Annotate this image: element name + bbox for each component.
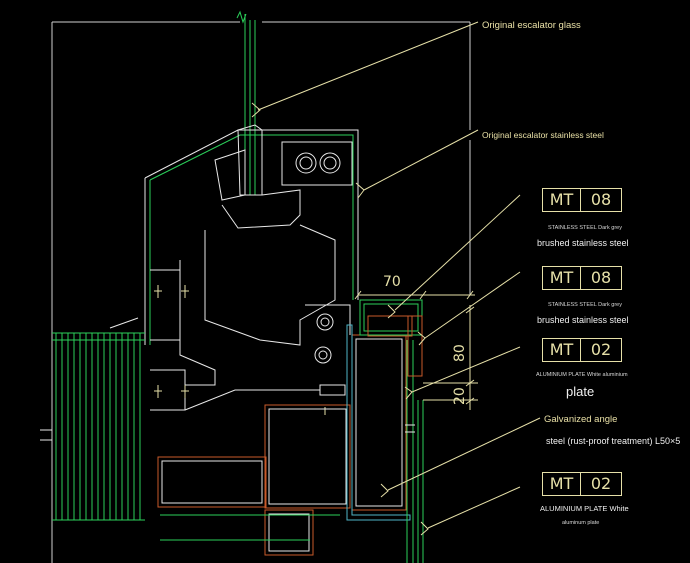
- tag-1-line1: STAINLESS STEEL Dark grey: [548, 225, 622, 231]
- tag-number: 02: [590, 340, 612, 359]
- tag-3-line2: plate: [566, 384, 595, 399]
- material-tag-3: MT 02: [542, 338, 622, 362]
- tag-4-line2: aluminum plate: [562, 520, 600, 526]
- label-galvanized-angle: Galvanized angle: [544, 414, 618, 425]
- tag-3-line1: ALUMINIUM PLATE White aluminium: [536, 372, 628, 378]
- dimension-80: 80: [452, 344, 468, 362]
- tag-code: MT: [543, 473, 581, 495]
- glass-clamp: [214, 124, 353, 229]
- tag-1-line2: brushed stainless steel: [537, 238, 629, 248]
- material-tag-4: MT 02: [542, 472, 622, 496]
- tag-code: MT: [543, 267, 581, 289]
- material-tag-1: MT 08: [542, 188, 622, 212]
- label-galvanized-spec: steel (rust-proof treatment) L50×5: [546, 436, 681, 446]
- tag-number: 02: [590, 474, 612, 493]
- tag-code: MT: [543, 339, 581, 361]
- material-tag-2: MT 08: [542, 266, 622, 290]
- steel-tubes: [157, 334, 407, 556]
- tag-2-line2: brushed stainless steel: [537, 315, 629, 325]
- label-glass: Original escalator glass: [482, 20, 581, 31]
- escalator-truss: [109, 224, 351, 411]
- dimension-70: 70: [383, 274, 401, 290]
- grille: [52, 332, 145, 521]
- tag-2-line1: STAINLESS STEEL Dark grey: [548, 302, 622, 308]
- dimension-20: 20: [452, 387, 468, 405]
- tag-code: MT: [543, 189, 581, 211]
- tag-number: 08: [590, 268, 612, 287]
- label-stainless-steel: Original escalator stainless steel: [482, 130, 604, 140]
- tag-4-line1: ALUMINIUM PLATE White: [540, 504, 629, 513]
- stainless-cladding: [144, 129, 359, 345]
- tag-number: 08: [590, 190, 612, 209]
- galvanized-angle: [346, 324, 411, 521]
